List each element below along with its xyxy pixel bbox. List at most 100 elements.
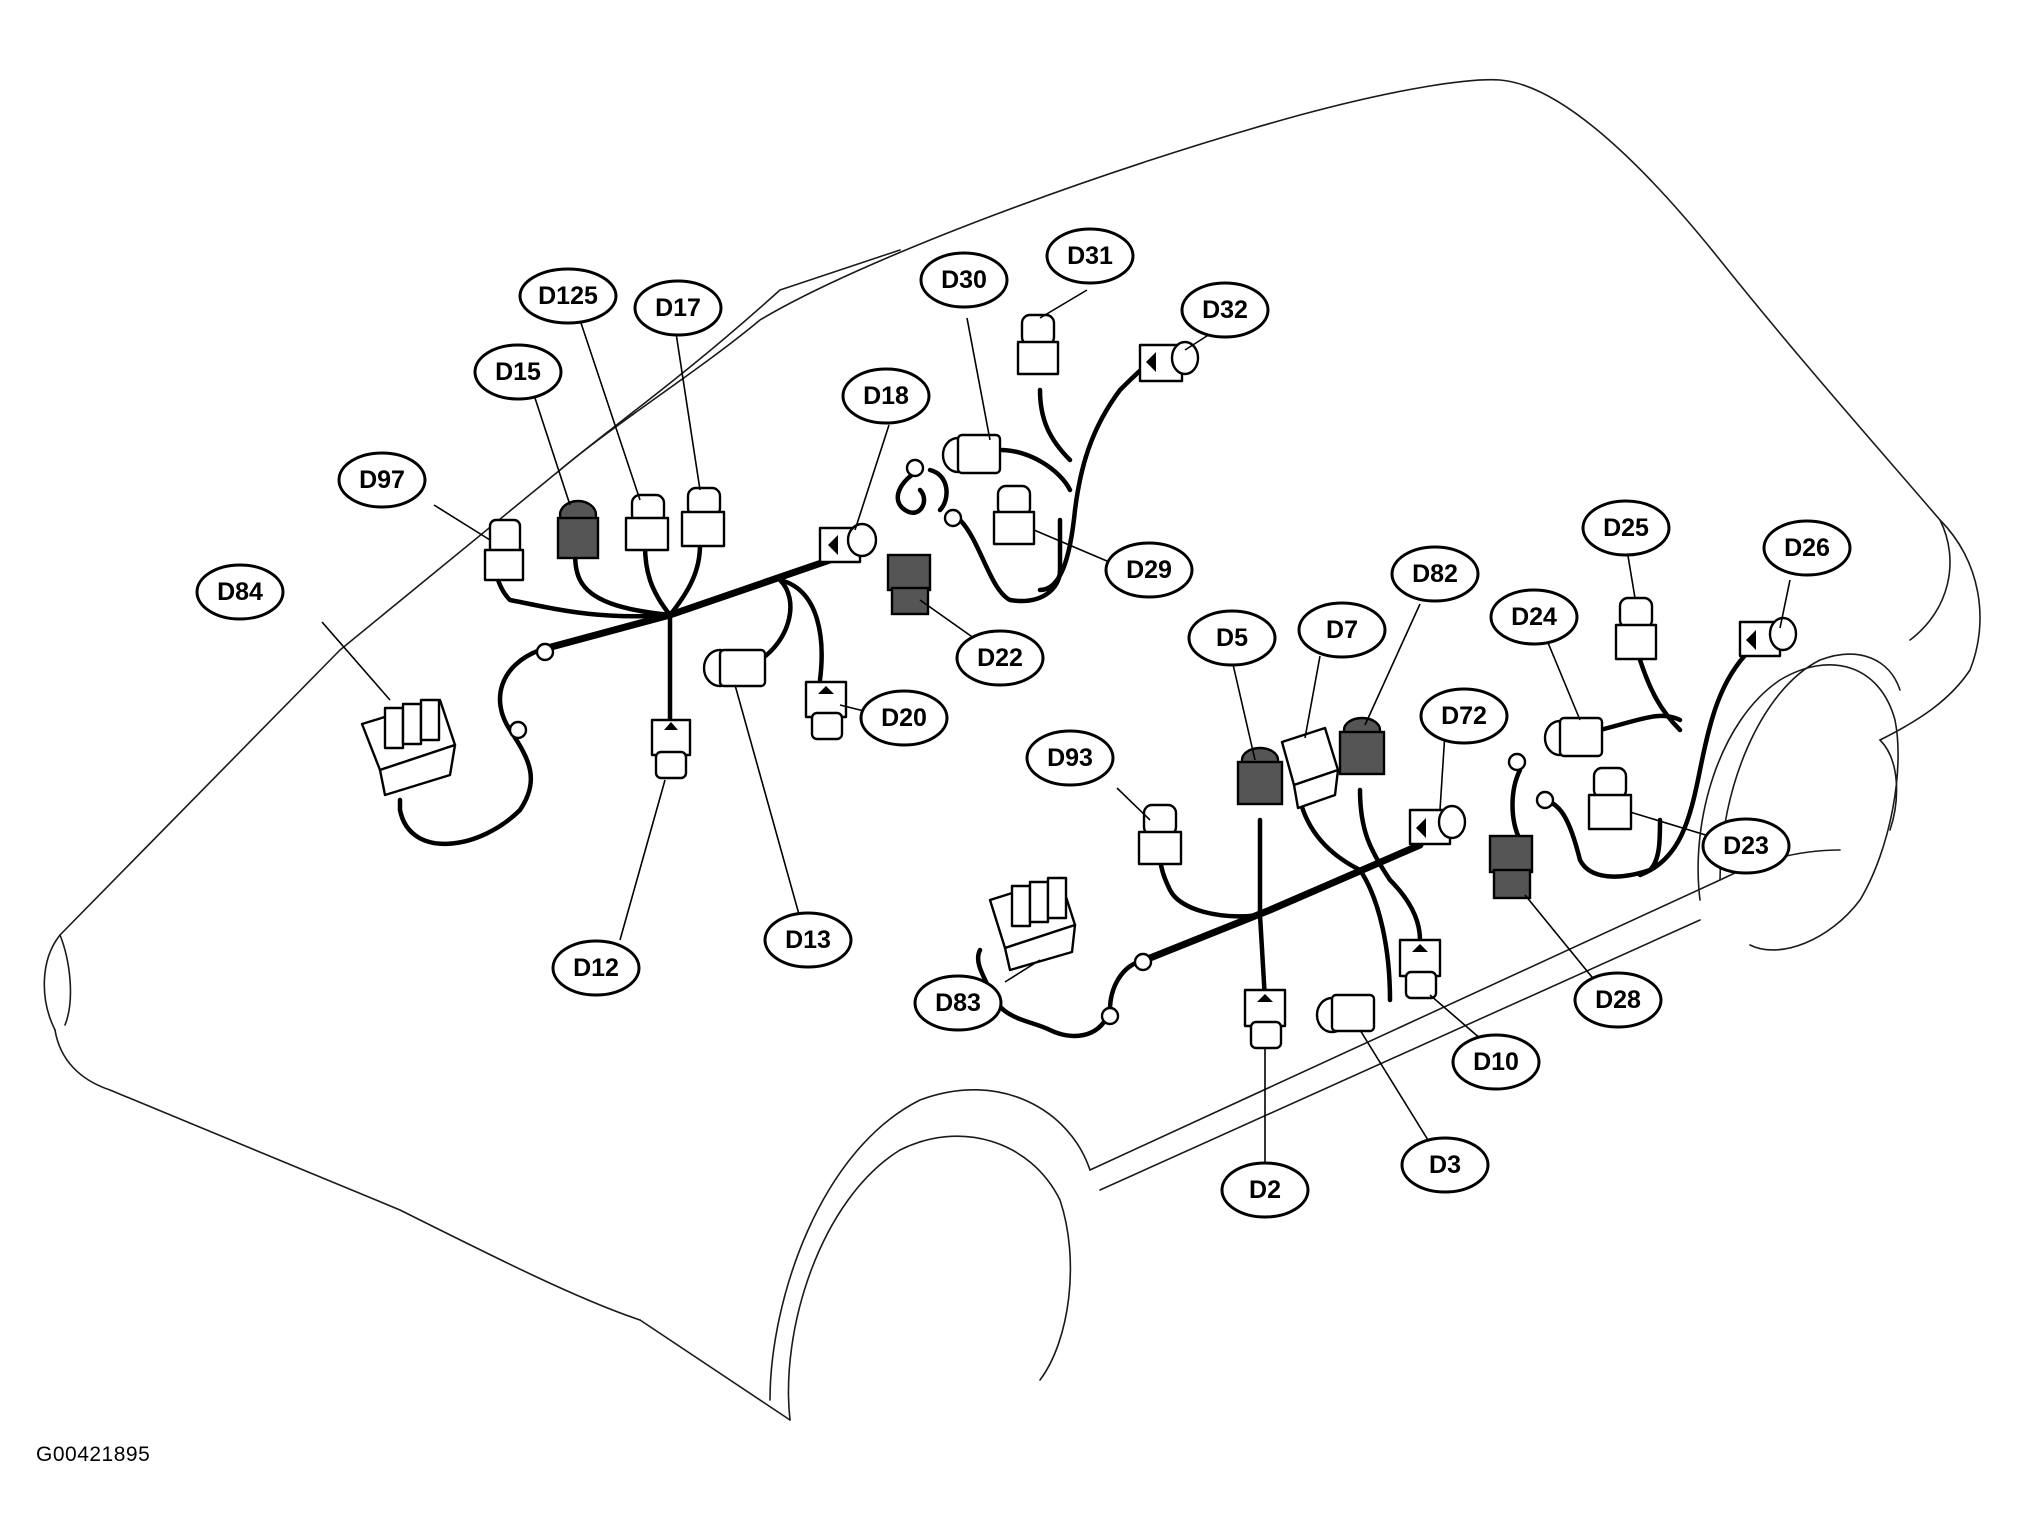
- callout-label: D84: [217, 578, 263, 606]
- callout-d17: D17: [633, 279, 723, 337]
- callout-label: D125: [538, 282, 598, 310]
- callout-ellipse: [1045, 227, 1135, 285]
- harness-front: [397, 542, 843, 846]
- callout-label: D20: [881, 704, 927, 732]
- connector-d30: [941, 433, 1002, 475]
- callout-d7: D7: [1297, 601, 1387, 659]
- callout-label: D25: [1603, 514, 1649, 542]
- callout-d84: D84: [195, 563, 285, 621]
- callout-ellipse: [1297, 601, 1387, 659]
- connectors: [360, 313, 1798, 1050]
- callout-ellipse: [1400, 1136, 1490, 1194]
- callout-ellipse: [1390, 545, 1480, 603]
- callout-ellipse: [859, 689, 949, 747]
- connector-d18: [818, 522, 878, 564]
- callout-label: D97: [359, 466, 405, 494]
- callout-label: D82: [1412, 560, 1458, 588]
- callout-ellipse: [1419, 687, 1509, 745]
- callout-label: D18: [863, 382, 909, 410]
- connector-d29: [992, 484, 1036, 546]
- callout-d23: D23: [1701, 817, 1791, 875]
- connector-d23: [1587, 766, 1633, 831]
- callout-d82: D82: [1390, 545, 1480, 603]
- callout-d30: D30: [919, 251, 1009, 309]
- connector-d125: [624, 493, 670, 552]
- callout-d31: D31: [1045, 227, 1135, 285]
- callout-label: D13: [785, 926, 831, 954]
- callout-d5: D5: [1187, 609, 1277, 667]
- connector-d25: [1614, 596, 1658, 661]
- connector-d84: [360, 698, 457, 797]
- callout-ellipse: [913, 974, 1003, 1032]
- callout-label: D29: [1126, 556, 1172, 584]
- callout-d93: D93: [1025, 729, 1115, 787]
- callout-label: D17: [655, 294, 701, 322]
- callout-ellipse: [1187, 609, 1277, 667]
- callout-label: D30: [941, 266, 987, 294]
- callout-label: D5: [1216, 624, 1248, 652]
- callout-label: D3: [1429, 1151, 1461, 1179]
- harness-center: [975, 787, 1424, 1039]
- callout-d15: D15: [473, 343, 563, 401]
- callout-label: D26: [1784, 534, 1830, 562]
- callout-label: D28: [1595, 986, 1641, 1014]
- callout-ellipse: [1025, 729, 1115, 787]
- callout-ellipse: [195, 563, 285, 621]
- callout-ellipse: [633, 279, 723, 337]
- connector-d22: [886, 553, 932, 616]
- connector-d17: [680, 486, 726, 548]
- callout-ellipse: [1451, 1033, 1541, 1091]
- callout-ellipse: [955, 629, 1045, 687]
- callout-label: D32: [1202, 296, 1248, 324]
- callout-label: D2: [1249, 1176, 1281, 1204]
- connector-d3: [1315, 993, 1376, 1034]
- callout-ellipse: [1220, 1161, 1310, 1219]
- callout-ellipse: [763, 911, 853, 969]
- callout-d12: D12: [551, 939, 641, 997]
- callout-ellipse: [337, 451, 427, 509]
- callout-label: D72: [1441, 702, 1487, 730]
- callout-ellipse: [919, 251, 1009, 309]
- callout-label: D23: [1723, 832, 1769, 860]
- connector-d83: [988, 876, 1077, 972]
- callout-d72: D72: [1419, 687, 1509, 745]
- callout-d97: D97: [337, 451, 427, 509]
- callout-label: D7: [1326, 616, 1358, 644]
- callout-d10: D10: [1451, 1033, 1541, 1091]
- callout-label: D12: [573, 954, 619, 982]
- callout-label: D93: [1047, 744, 1093, 772]
- callout-ellipse: [1180, 281, 1270, 339]
- connector-d15: [556, 499, 600, 560]
- callout-label: D10: [1473, 1048, 1519, 1076]
- connector-d93: [1137, 803, 1183, 866]
- callout-ellipse: [1701, 817, 1791, 875]
- callout-d18: D18: [841, 367, 931, 425]
- connector-d28: [1488, 834, 1534, 900]
- callout-label: D83: [935, 989, 981, 1017]
- callout-d125: D125: [518, 267, 618, 325]
- vehicle-outline: [43, 78, 1981, 1421]
- callout-label: D15: [495, 358, 541, 386]
- connector-d13: [702, 648, 767, 688]
- callout-ellipse: [1581, 499, 1671, 557]
- callout-ellipse: [1762, 519, 1852, 577]
- callout-ellipse: [518, 267, 618, 325]
- connector-d26: [1738, 616, 1798, 658]
- connector-d12: [650, 718, 692, 780]
- callout-d26: D26: [1762, 519, 1852, 577]
- callout-ellipse: [1104, 541, 1194, 599]
- connector-d24: [1543, 716, 1604, 758]
- connector-d7: [1280, 726, 1340, 810]
- callout-d29: D29: [1104, 541, 1194, 599]
- callout-d24: D24: [1489, 588, 1579, 646]
- callout-d20: D20: [859, 689, 949, 747]
- callout-ellipse: [473, 343, 563, 401]
- connector-d5: [1236, 746, 1284, 806]
- callout-label: D22: [977, 644, 1023, 672]
- callout-label: D31: [1067, 242, 1113, 270]
- callout-ellipse: [1489, 588, 1579, 646]
- connector-d10: [1398, 938, 1442, 1000]
- callout-ellipse: [1573, 971, 1663, 1029]
- connector-d20: [804, 680, 848, 741]
